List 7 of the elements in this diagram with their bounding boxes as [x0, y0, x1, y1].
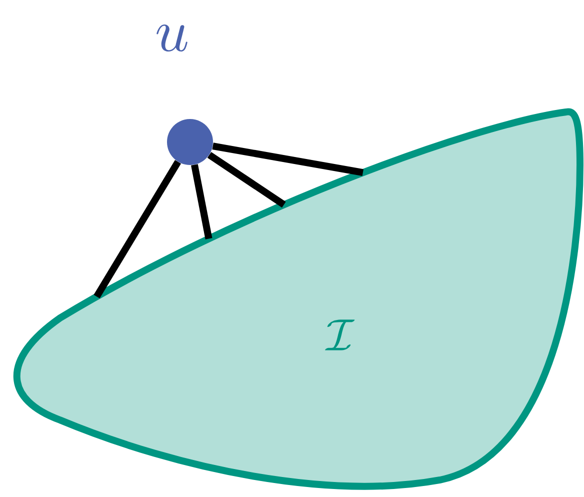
edge-line: [212, 142, 364, 176]
edge-line: [207, 152, 286, 208]
edge-line: [191, 164, 212, 240]
vertex-dot: [167, 119, 213, 165]
edge-line: [94, 160, 182, 298]
set-region: $\mathcal{I}$: [13, 108, 584, 490]
vertex-label: $u$: [156, 24, 188, 52]
